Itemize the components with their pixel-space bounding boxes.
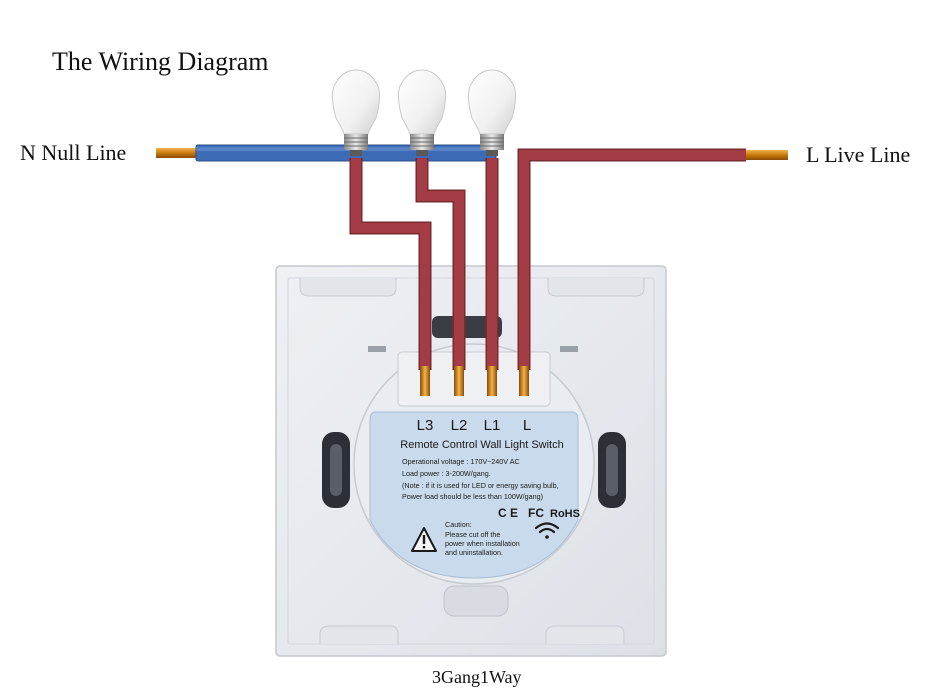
terminal-label-l1: L1: [484, 417, 501, 434]
certification-marks: C E FC RoHS: [498, 506, 580, 520]
model-caption: 3Gang1Way: [432, 667, 522, 687]
terminal-label-l3: L3: [417, 417, 434, 434]
terminal-pins: [420, 366, 529, 396]
caution-line-2: power when installation: [445, 539, 520, 548]
caution-line-3: and uninstallation.: [445, 548, 503, 557]
lamp-wire-l2: [415, 158, 466, 370]
label-spec-load: Load power : 3-200W/gang.: [402, 469, 491, 478]
switch-module: [353, 343, 595, 585]
ce-mark: C E: [498, 506, 518, 520]
live-wire: [517, 148, 788, 370]
live-line-label: L Live Line: [806, 142, 910, 167]
wifi-icon: [534, 522, 560, 539]
terminal-label-l: L: [523, 417, 531, 434]
bulb-icon: [467, 69, 517, 156]
bulb-icon: [397, 69, 447, 156]
lamp-wire-l3: [349, 158, 432, 370]
warning-icon: [411, 527, 437, 552]
caution-title: Caution:: [445, 520, 472, 529]
label-heading: Remote Control Wall Light Switch: [400, 439, 563, 451]
fcc-mark: FC: [528, 506, 544, 520]
null-wire: [156, 144, 497, 162]
label-spec-note: (Note : if it is used for LED or energy …: [402, 481, 559, 490]
label-spec-voltage: Operational voltage : 170V~240V AC: [402, 457, 520, 466]
diagram-title: The Wiring Diagram: [52, 47, 269, 76]
rohs-mark: RoHS: [550, 508, 580, 520]
bulb-icon: [331, 69, 381, 156]
label-spec-power: Power load should be less than 100W/gang…: [402, 492, 543, 501]
caution-line-1: Please cut off the: [445, 530, 500, 539]
null-line-label: N Null Line: [20, 140, 126, 165]
terminal-label-l2: L2: [451, 417, 468, 434]
